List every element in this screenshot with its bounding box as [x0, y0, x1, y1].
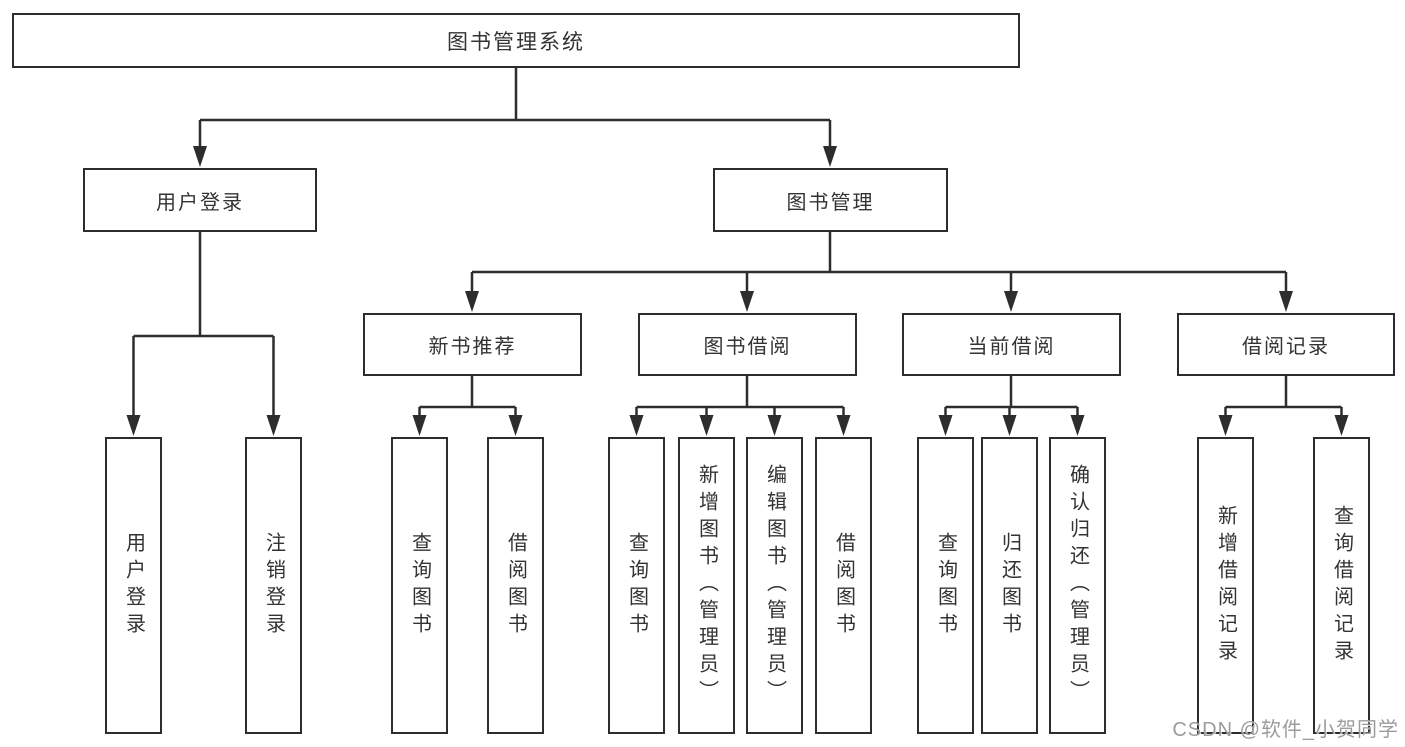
leaf-add-books-admin: 新增图书（管理员） [678, 437, 735, 734]
node-new-book-recommendation: 新书推荐 [363, 313, 582, 376]
leaf-query-books-borrowing: 查询图书 [608, 437, 665, 734]
leaf-add-borrowing-record: 新增借阅记录 [1197, 437, 1254, 734]
leaf-return-books: 归还图书 [981, 437, 1038, 734]
leaf-logout-login: 注销登录 [245, 437, 302, 734]
node-label: 用户登录 [156, 191, 244, 214]
leaf-query-books-current: 查询图书 [917, 437, 974, 734]
node-label: 用户登录 [122, 531, 145, 640]
node-label: 图书借阅 [703, 336, 792, 358]
leaf-borrow-books-borrowing: 借阅图书 [815, 437, 872, 734]
node-label: 注销登录 [262, 531, 285, 640]
node-current-borrowing: 当前借阅 [902, 313, 1121, 376]
csdn-watermark: CSDN @软件_小贺同学 [1172, 719, 1399, 741]
node-label: 编辑图书（管理员） [763, 464, 786, 707]
leaf-user-login: 用户登录 [105, 437, 162, 734]
leaf-query-borrowing-record: 查询借阅记录 [1313, 437, 1370, 734]
node-label: 归还图书 [998, 531, 1021, 640]
leaf-edit-books-admin: 编辑图书（管理员） [746, 437, 803, 734]
node-label: 借阅记录 [1242, 336, 1330, 358]
leaf-confirm-return-admin: 确认归还（管理员） [1049, 437, 1106, 734]
node-label: 图书管理 [786, 191, 875, 214]
node-label: 新增图书（管理员） [695, 464, 718, 707]
node-label: 新书推荐 [428, 336, 517, 358]
node-label: 查询图书 [625, 531, 648, 640]
node-library-management-system: 图书管理系统 [12, 13, 1020, 68]
leaf-borrow-books-recommend: 借阅图书 [487, 437, 544, 734]
node-label: 新增借阅记录 [1214, 504, 1237, 667]
node-book-borrowing: 图书借阅 [638, 313, 857, 376]
node-label: 借阅图书 [504, 531, 527, 640]
node-user-login: 用户登录 [83, 168, 317, 232]
node-label: 查询图书 [408, 531, 431, 640]
arrowheads [126, 146, 1349, 436]
node-label: 查询借阅记录 [1330, 504, 1353, 667]
node-label: 借阅图书 [832, 531, 855, 640]
node-borrowing-records: 借阅记录 [1177, 313, 1395, 376]
node-label: 确认归还（管理员） [1066, 464, 1089, 707]
leaf-query-books-recommend: 查询图书 [391, 437, 448, 734]
node-label: 当前借阅 [967, 336, 1056, 358]
node-label: 图书管理系统 [447, 30, 585, 54]
node-book-management: 图书管理 [713, 168, 948, 232]
node-label: 查询图书 [934, 531, 957, 640]
